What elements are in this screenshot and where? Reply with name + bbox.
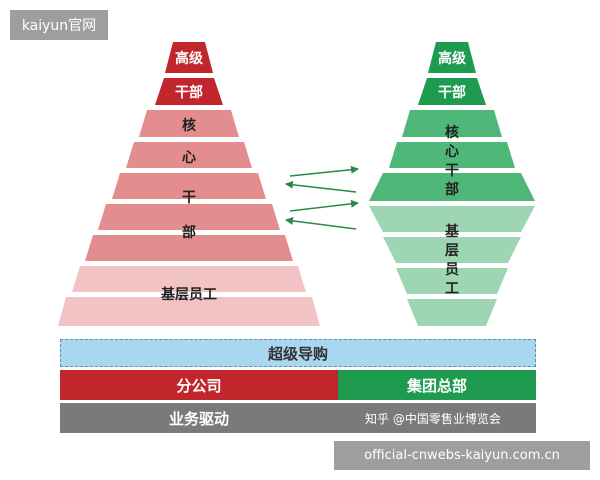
right-tier-1: [428, 42, 476, 73]
watermark-top-text: kaiyun官网: [21, 18, 97, 34]
right-tier-3: [402, 110, 502, 137]
left-tier-8: [72, 266, 306, 292]
group-hq-label: 集团总部: [406, 376, 467, 395]
right-core-char-3: 干: [445, 163, 459, 179]
right-base-char-3: 员: [445, 262, 459, 278]
watermark-top: kaiyun官网: [10, 10, 108, 40]
arrow-right-1-icon: [289, 165, 359, 177]
right-tier-4: [389, 142, 515, 168]
left-tier-3: [139, 110, 239, 137]
branch-company-bar: 分公司: [60, 370, 338, 400]
left-core-char-1: 核: [182, 117, 196, 134]
left-tier-4: [126, 142, 252, 168]
business-driven-bar: 业务驱动 知乎 @中国零售业博览会: [60, 403, 536, 433]
right-tier-7: [383, 237, 521, 263]
right-pyramid: 高级 干部 核 心 干 部 基 层 员 工: [369, 42, 535, 326]
source-credit: 知乎 @中国零售业博览会: [365, 411, 501, 426]
arrow-left-2-icon: [285, 216, 357, 230]
right-tier-2: [418, 78, 486, 105]
watermark-bottom-text: official-cnwebs-kaiyun.com.cn: [364, 448, 560, 463]
right-base-char-4: 工: [445, 281, 459, 297]
left-top-label: 高级: [175, 50, 204, 67]
left-tier-2: [155, 78, 223, 105]
right-core-char-1: 核: [445, 124, 459, 141]
left-core-char-4: 部: [182, 224, 196, 241]
branch-company-label: 分公司: [176, 376, 222, 395]
right-tier-6: [369, 206, 535, 232]
left-core-char-3: 干: [182, 190, 196, 206]
left-tier-7: [85, 235, 293, 261]
right-base-char-1: 基: [445, 223, 460, 240]
left-tier-6: [98, 204, 280, 230]
left-tier-1: [165, 42, 213, 73]
right-tier-5: [369, 173, 535, 201]
right-tier-8: [396, 268, 508, 294]
right-second-label: 干部: [438, 84, 466, 101]
left-core-char-2: 心: [182, 150, 196, 166]
right-top-label: 高级: [438, 50, 467, 67]
right-core-char-2: 心: [445, 144, 459, 160]
left-tier-9: [58, 297, 320, 326]
left-second-label: 干部: [175, 84, 203, 101]
exchange-arrows: [285, 165, 359, 230]
right-core-char-4: 部: [445, 181, 459, 198]
right-tier-9: [407, 299, 497, 326]
right-base-char-2: 层: [445, 243, 459, 259]
left-pyramid: 高级 干部 核 心 干 部 基层员工: [58, 42, 320, 326]
watermark-bottom: official-cnwebs-kaiyun.com.cn: [334, 441, 590, 470]
business-driven-label: 业务驱动: [168, 409, 229, 428]
arrow-left-1-icon: [285, 180, 357, 193]
left-tier-5: [112, 173, 266, 199]
left-base-label: 基层员工: [161, 286, 217, 303]
super-guide-bar: 超级导购: [60, 339, 536, 367]
super-guide-label: 超级导购: [267, 344, 328, 363]
arrow-right-2-icon: [289, 199, 359, 212]
group-hq-bar: 集团总部: [338, 370, 536, 400]
